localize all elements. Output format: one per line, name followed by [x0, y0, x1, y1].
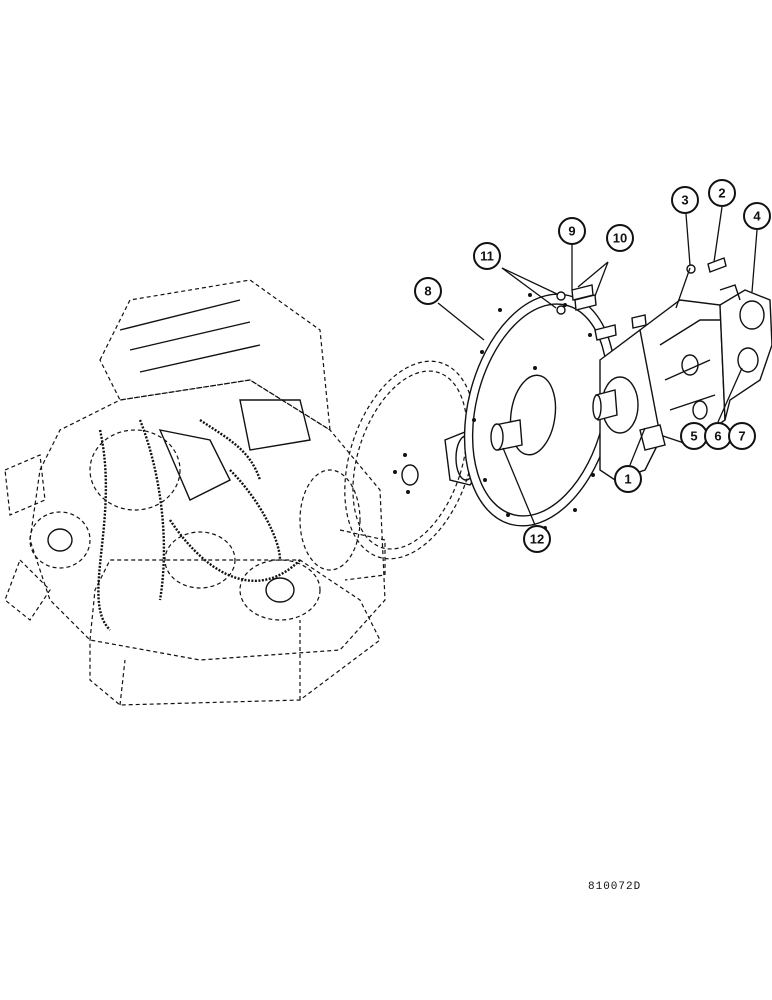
callout-2: 2 — [708, 179, 736, 207]
svg-text:4: 4 — [753, 209, 761, 224]
callout-1: 1 — [614, 465, 642, 493]
svg-text:10: 10 — [613, 231, 627, 246]
svg-text:9: 9 — [568, 224, 575, 239]
svg-text:12: 12 — [530, 532, 544, 547]
callout-5: 5 — [680, 422, 708, 450]
screws-illustration — [556, 284, 597, 315]
svg-text:5: 5 — [690, 429, 697, 444]
leader-lines — [437, 206, 758, 526]
callout-8: 8 — [414, 277, 442, 305]
callout-7: 7 — [728, 422, 756, 450]
bolt-and-washer-illustration — [686, 257, 727, 274]
hydraulic-pump-illustration — [592, 284, 772, 481]
engine-block-illustration — [4, 279, 386, 706]
callout-6: 6 — [704, 422, 732, 450]
svg-text:1: 1 — [624, 472, 631, 487]
svg-text:11: 11 — [480, 249, 494, 264]
svg-text:2: 2 — [718, 186, 725, 201]
figure-code: 810072D — [588, 881, 641, 893]
callout-11: 11 — [473, 242, 501, 270]
svg-text:3: 3 — [681, 193, 688, 208]
callout-4: 4 — [743, 202, 771, 230]
coupling-plate-illustration — [463, 293, 617, 530]
svg-text:8: 8 — [424, 284, 431, 299]
callout-3: 3 — [671, 186, 699, 214]
svg-text:6: 6 — [714, 429, 721, 444]
svg-text:7: 7 — [738, 429, 745, 444]
callout-9: 9 — [558, 217, 586, 245]
callout-10: 10 — [606, 224, 634, 252]
callout-12: 12 — [523, 525, 551, 553]
